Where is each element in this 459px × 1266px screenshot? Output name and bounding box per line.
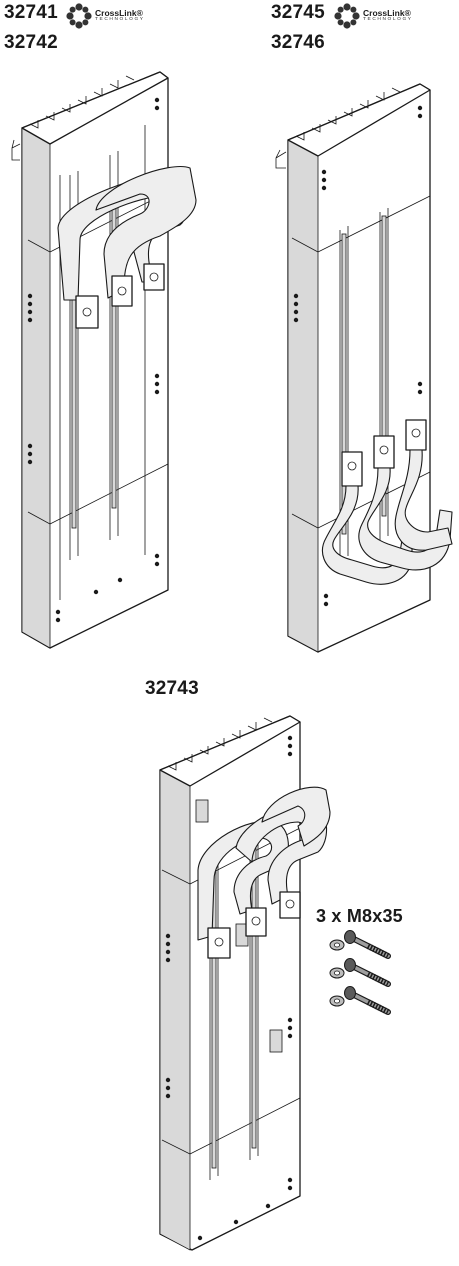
brand-name: CrossLink® (95, 8, 143, 19)
screw-kit-label: 3 x M8x35 (316, 906, 403, 926)
product-code-32746: 32746 (271, 32, 325, 53)
brand-subtitle: TECHNOLOGY (95, 16, 145, 22)
product-code-32745: 32745 (271, 2, 325, 23)
brand-subtitle: TECHNOLOGY (363, 16, 413, 22)
screw-icon (344, 930, 391, 1015)
crosslink-logo-left: CrossLink® TECHNOLOGY (66, 3, 145, 29)
screw-kit (329, 930, 391, 1015)
crosslink-icon (66, 3, 92, 29)
busbar-adapter-rear-cable (275, 83, 453, 653)
product-code-32742: 32742 (4, 32, 58, 53)
busbar-adapter-32743 (159, 715, 331, 1251)
brand-name: CrossLink® (363, 8, 411, 19)
product-code-32741: 32741 (4, 2, 58, 23)
washer-icon (329, 939, 345, 1007)
crosslink-icon (334, 3, 360, 29)
crosslink-logo-right: CrossLink® TECHNOLOGY (334, 3, 413, 29)
busbar-adapter-front-cable (11, 71, 197, 649)
product-code-32743: 32743 (145, 678, 199, 699)
